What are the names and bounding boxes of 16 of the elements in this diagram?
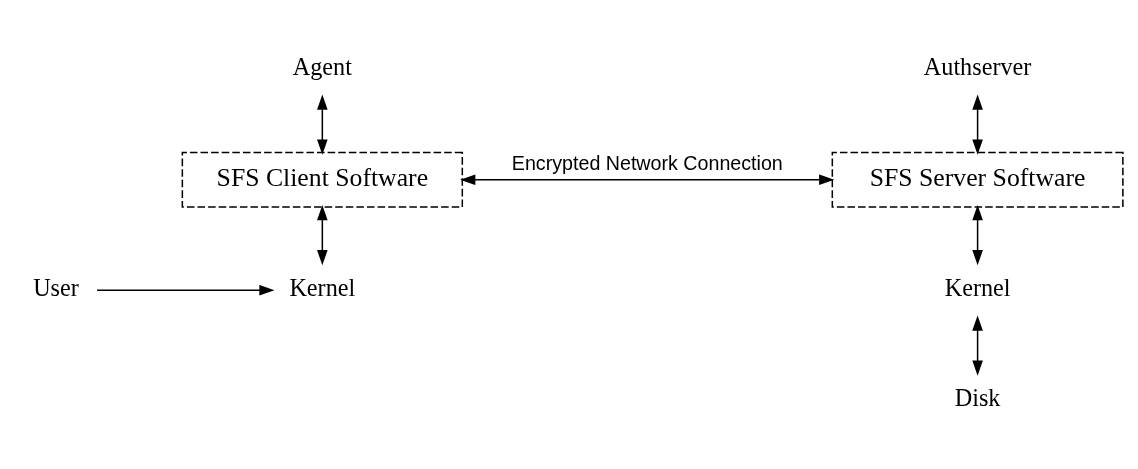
node-text: User bbox=[33, 273, 79, 301]
arrow bbox=[317, 94, 328, 155]
node-text: Authserver bbox=[923, 52, 1032, 80]
node-text: Agent bbox=[292, 52, 352, 80]
arrow bbox=[96, 284, 275, 296]
node-text: Kernel bbox=[289, 273, 356, 301]
node-text: Kernel bbox=[944, 273, 1011, 301]
node-box: SFS Server Software bbox=[831, 151, 1124, 208]
edge-label: Encrypted Network Connection bbox=[511, 151, 783, 174]
arrow bbox=[972, 94, 983, 155]
arrow bbox=[972, 314, 983, 376]
arrow bbox=[972, 204, 983, 265]
node-text: Disk bbox=[954, 383, 1001, 411]
arrow bbox=[460, 173, 835, 185]
node-box: SFS Client Software bbox=[181, 151, 464, 208]
arrow bbox=[317, 204, 328, 265]
